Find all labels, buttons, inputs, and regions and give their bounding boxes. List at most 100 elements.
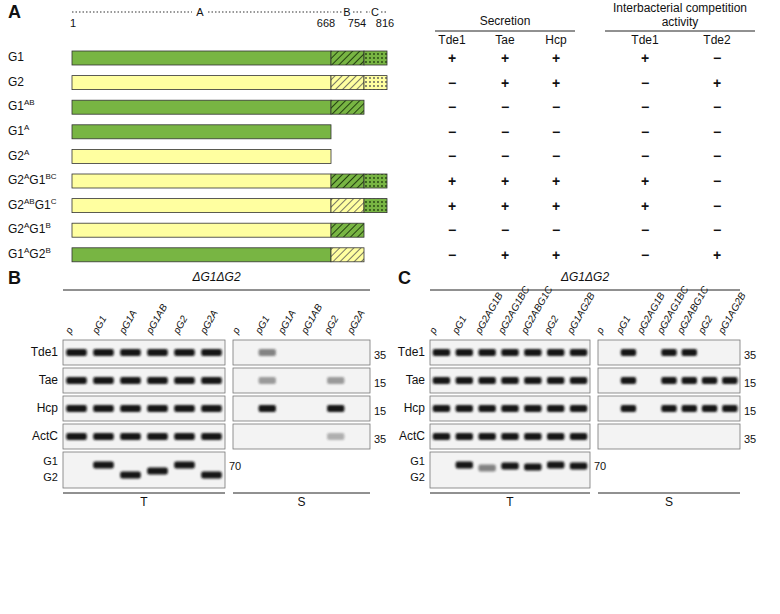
blot-strip	[598, 340, 740, 365]
row-label: Tae	[39, 374, 58, 388]
construct-name: G2	[8, 173, 24, 187]
fraction-label: S	[665, 496, 673, 510]
table-cell: +	[552, 198, 560, 214]
row-label: G1	[43, 455, 58, 468]
protein-band	[570, 433, 587, 440]
row-label: ActC	[399, 430, 425, 444]
protein-band	[456, 405, 473, 412]
protein-band	[259, 377, 276, 384]
panel-letter: B	[8, 268, 21, 289]
protein-band	[547, 377, 564, 384]
table-cell: +	[552, 75, 560, 91]
lane-label: pG1A	[276, 308, 299, 336]
protein-band	[478, 349, 495, 356]
table-cell: −	[448, 148, 456, 164]
construct-superscript: BC	[45, 172, 56, 181]
construct-superscript: A	[24, 148, 29, 157]
construct-bars	[72, 51, 387, 262]
protein-band	[66, 405, 87, 412]
construct-name: G1	[8, 50, 24, 64]
protein-band	[147, 377, 168, 384]
protein-band	[120, 472, 141, 479]
row-label: ActC	[32, 430, 58, 444]
blot-strip	[233, 340, 370, 365]
protein-band	[682, 349, 697, 356]
construct-bar-segment	[72, 223, 331, 237]
protein-band	[201, 377, 222, 384]
protein-band	[456, 377, 473, 384]
table-cell: +	[641, 173, 649, 189]
protein-band	[120, 405, 141, 412]
blot-strip	[233, 424, 370, 449]
construct-superscript: A	[24, 123, 29, 132]
western-blots	[63, 340, 740, 488]
axis-number: 754	[348, 17, 366, 30]
column-subheader: Tae	[495, 34, 514, 48]
row-label: Hcp	[404, 402, 425, 416]
column-subheader: Hcp	[545, 34, 566, 48]
construct-label: G2AG1B	[8, 223, 51, 237]
construct-bar-segment	[72, 100, 331, 114]
header-rules	[63, 31, 755, 493]
protein-band	[661, 349, 676, 356]
protein-band	[433, 349, 450, 356]
table-cell: −	[713, 198, 721, 214]
lane-label: pG1	[614, 314, 634, 336]
construct-superscript: A	[24, 172, 29, 181]
construct-label: G2AG1BC	[8, 174, 57, 188]
construct-label: G1AB	[8, 100, 35, 114]
size-marker: 70	[229, 460, 241, 473]
table-cell: −	[641, 148, 649, 164]
blot-strip	[233, 396, 370, 421]
blot-strip	[430, 340, 590, 365]
table-cell: +	[501, 173, 509, 189]
protein-band	[621, 349, 636, 356]
construct-bar-segment	[364, 51, 387, 65]
protein-band	[478, 405, 495, 412]
lane-label: p	[594, 325, 607, 336]
protein-band	[547, 349, 564, 356]
protein-band	[501, 377, 518, 384]
protein-band	[201, 433, 222, 440]
protein-band	[174, 405, 195, 412]
construct-bar-segment	[364, 174, 387, 188]
protein-band	[93, 349, 114, 356]
construct-bar-segment	[72, 199, 331, 213]
construct-superscript: A	[24, 246, 29, 255]
axis-number: 816	[376, 17, 394, 30]
protein-band	[147, 349, 168, 356]
protein-band	[259, 349, 276, 356]
blot-strip	[430, 396, 590, 421]
protein-band	[722, 377, 737, 384]
table-cell: −	[713, 99, 721, 115]
lane-label: pG1AB	[299, 302, 326, 336]
construct-label: G1AG2B	[8, 248, 51, 262]
table-cell: −	[713, 173, 721, 189]
protein-band	[174, 377, 195, 384]
construct-label: G1	[8, 51, 24, 65]
construct-label: G2ABG1C	[8, 199, 56, 213]
lane-label: pG2A	[197, 308, 220, 336]
protein-band	[433, 377, 450, 384]
table-cell: −	[641, 124, 649, 140]
protein-band	[456, 433, 473, 440]
protein-band	[120, 349, 141, 356]
table-cell: +	[641, 198, 649, 214]
protein-band	[66, 349, 87, 356]
row-label: G1	[410, 455, 425, 468]
axis-number: 668	[317, 17, 335, 30]
protein-band	[682, 405, 697, 412]
protein-band	[174, 349, 195, 356]
protein-band	[120, 433, 141, 440]
table-cell: −	[552, 148, 560, 164]
protein-band	[547, 405, 564, 412]
lane-label: pG2A	[344, 308, 367, 336]
table-cell: +	[448, 173, 456, 189]
table-cell: +	[448, 50, 456, 66]
fraction-label: S	[297, 496, 305, 510]
construct-superscript: B	[45, 246, 50, 255]
blot-strip	[430, 424, 590, 449]
protein-band	[174, 433, 195, 440]
column-subheader: Tde2	[703, 34, 730, 48]
